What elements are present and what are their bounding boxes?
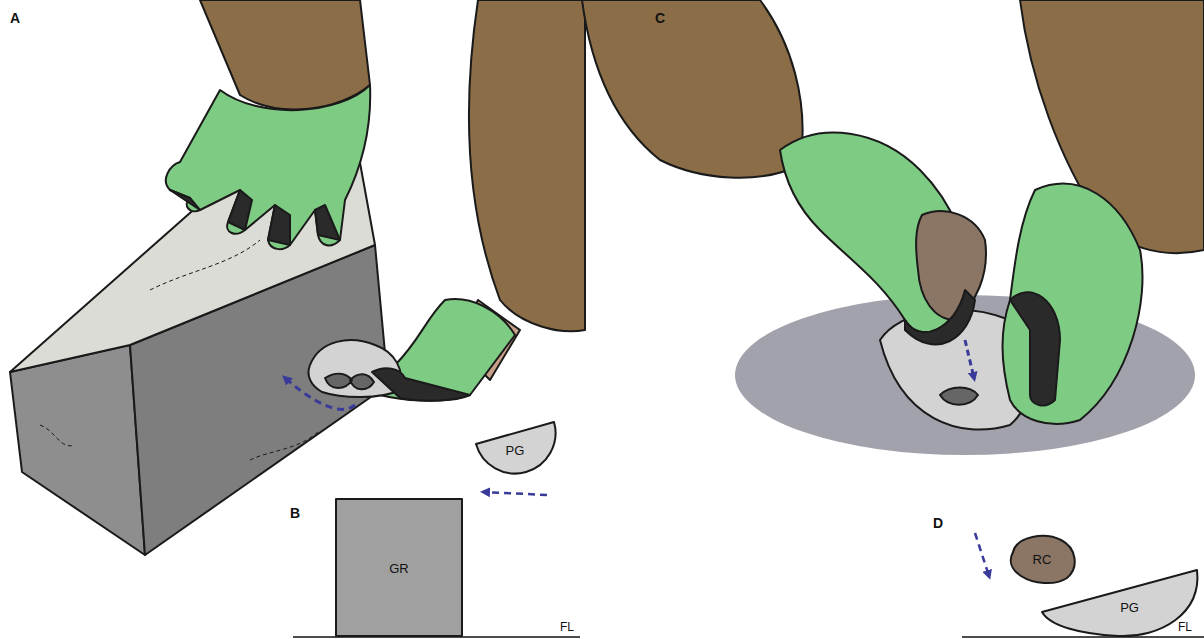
floor-line [962, 636, 1204, 638]
panel-letter: D [933, 515, 943, 531]
shape-node: PG [1040, 568, 1200, 638]
panel-letter: C [655, 10, 665, 26]
shape-label: PG [506, 443, 525, 458]
shape-fill [1011, 536, 1075, 583]
motion-arrow [965, 340, 974, 378]
panel-letter: A [10, 10, 20, 26]
floor-label: FL [560, 620, 574, 634]
motion-arrow [975, 533, 989, 576]
shape-label: GR [389, 560, 409, 575]
shape-label: RC [1033, 552, 1052, 567]
gloved-hand-left [166, 0, 370, 249]
shape-fill [1042, 570, 1197, 636]
gloved-hands [582, 0, 1204, 430]
motion-arrow [484, 492, 547, 495]
shape-fill [476, 422, 556, 474]
shape-node: PG [474, 420, 556, 478]
shape-node: GR [335, 498, 463, 637]
shape-fill [336, 499, 462, 636]
motion-arrow [285, 378, 355, 409]
shape-node: RC [1005, 532, 1079, 586]
gloved-hand-right [309, 0, 586, 401]
shape-label: PG [1120, 599, 1139, 614]
panel-letter: B [290, 505, 300, 521]
floor-label: FL [1178, 620, 1192, 634]
shape-outline [1040, 568, 1200, 638]
